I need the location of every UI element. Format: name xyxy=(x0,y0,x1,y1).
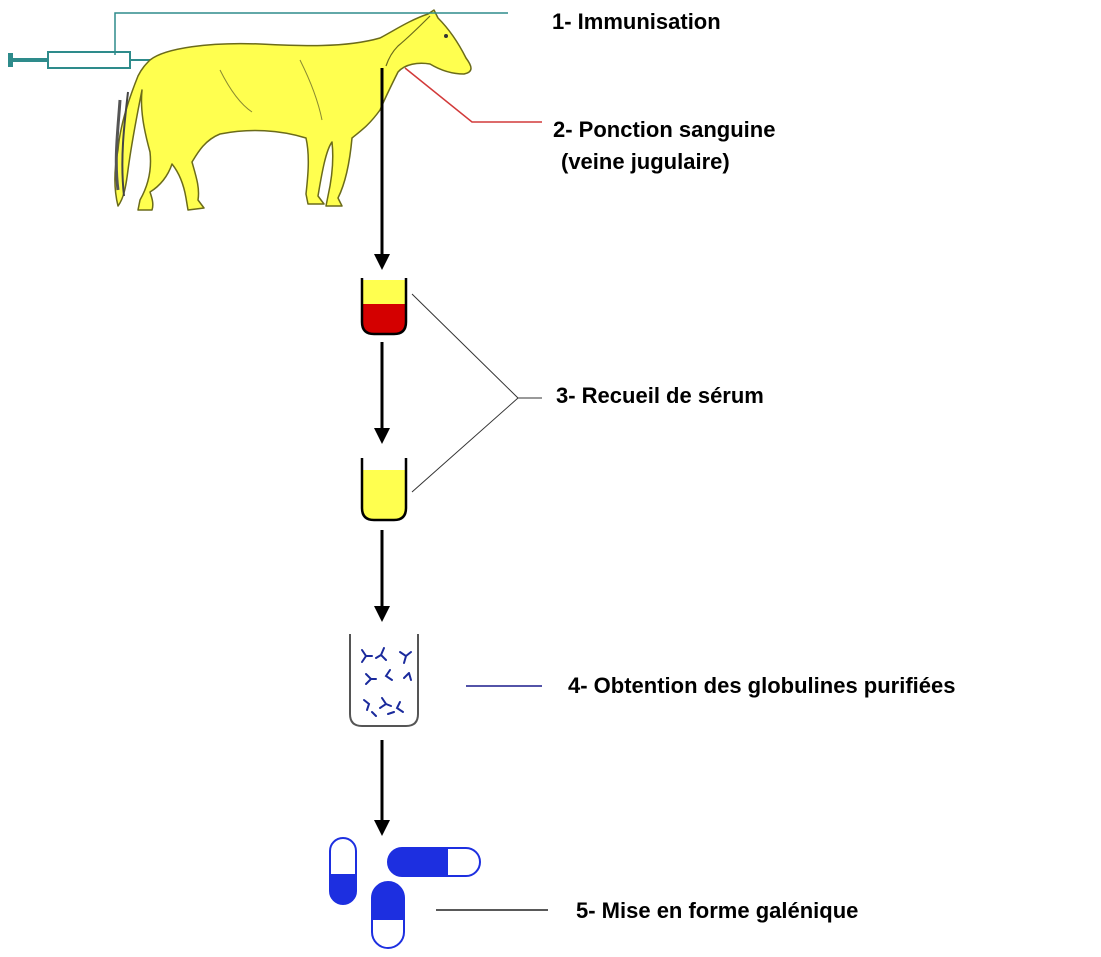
flow-arrow-2 xyxy=(374,342,390,444)
step-1-label: 1- Immunisation xyxy=(552,9,721,35)
step-3-label: 3- Recueil de sérum xyxy=(556,383,764,409)
serum-tube-icon xyxy=(362,458,406,520)
syringe-icon xyxy=(8,52,160,68)
step-5-label: 5- Mise en forme galénique xyxy=(576,898,858,924)
step-4-label: 4- Obtention des globulines purifiées xyxy=(568,673,955,699)
step-2-sublabel: (veine jugulaire) xyxy=(561,149,730,175)
leader-line-3 xyxy=(412,294,518,492)
blood-tube-icon xyxy=(362,278,406,334)
capsule-icon xyxy=(372,882,404,948)
capsule-icon xyxy=(330,838,356,904)
leader-line-2 xyxy=(405,68,542,122)
step-2-label: 2- Ponction sanguine xyxy=(553,117,775,143)
capsule-icon xyxy=(388,848,480,876)
globulin-beaker-icon xyxy=(350,634,418,726)
flow-arrow-3 xyxy=(374,530,390,622)
horse-icon xyxy=(115,10,471,210)
flow-arrow-4 xyxy=(374,740,390,836)
